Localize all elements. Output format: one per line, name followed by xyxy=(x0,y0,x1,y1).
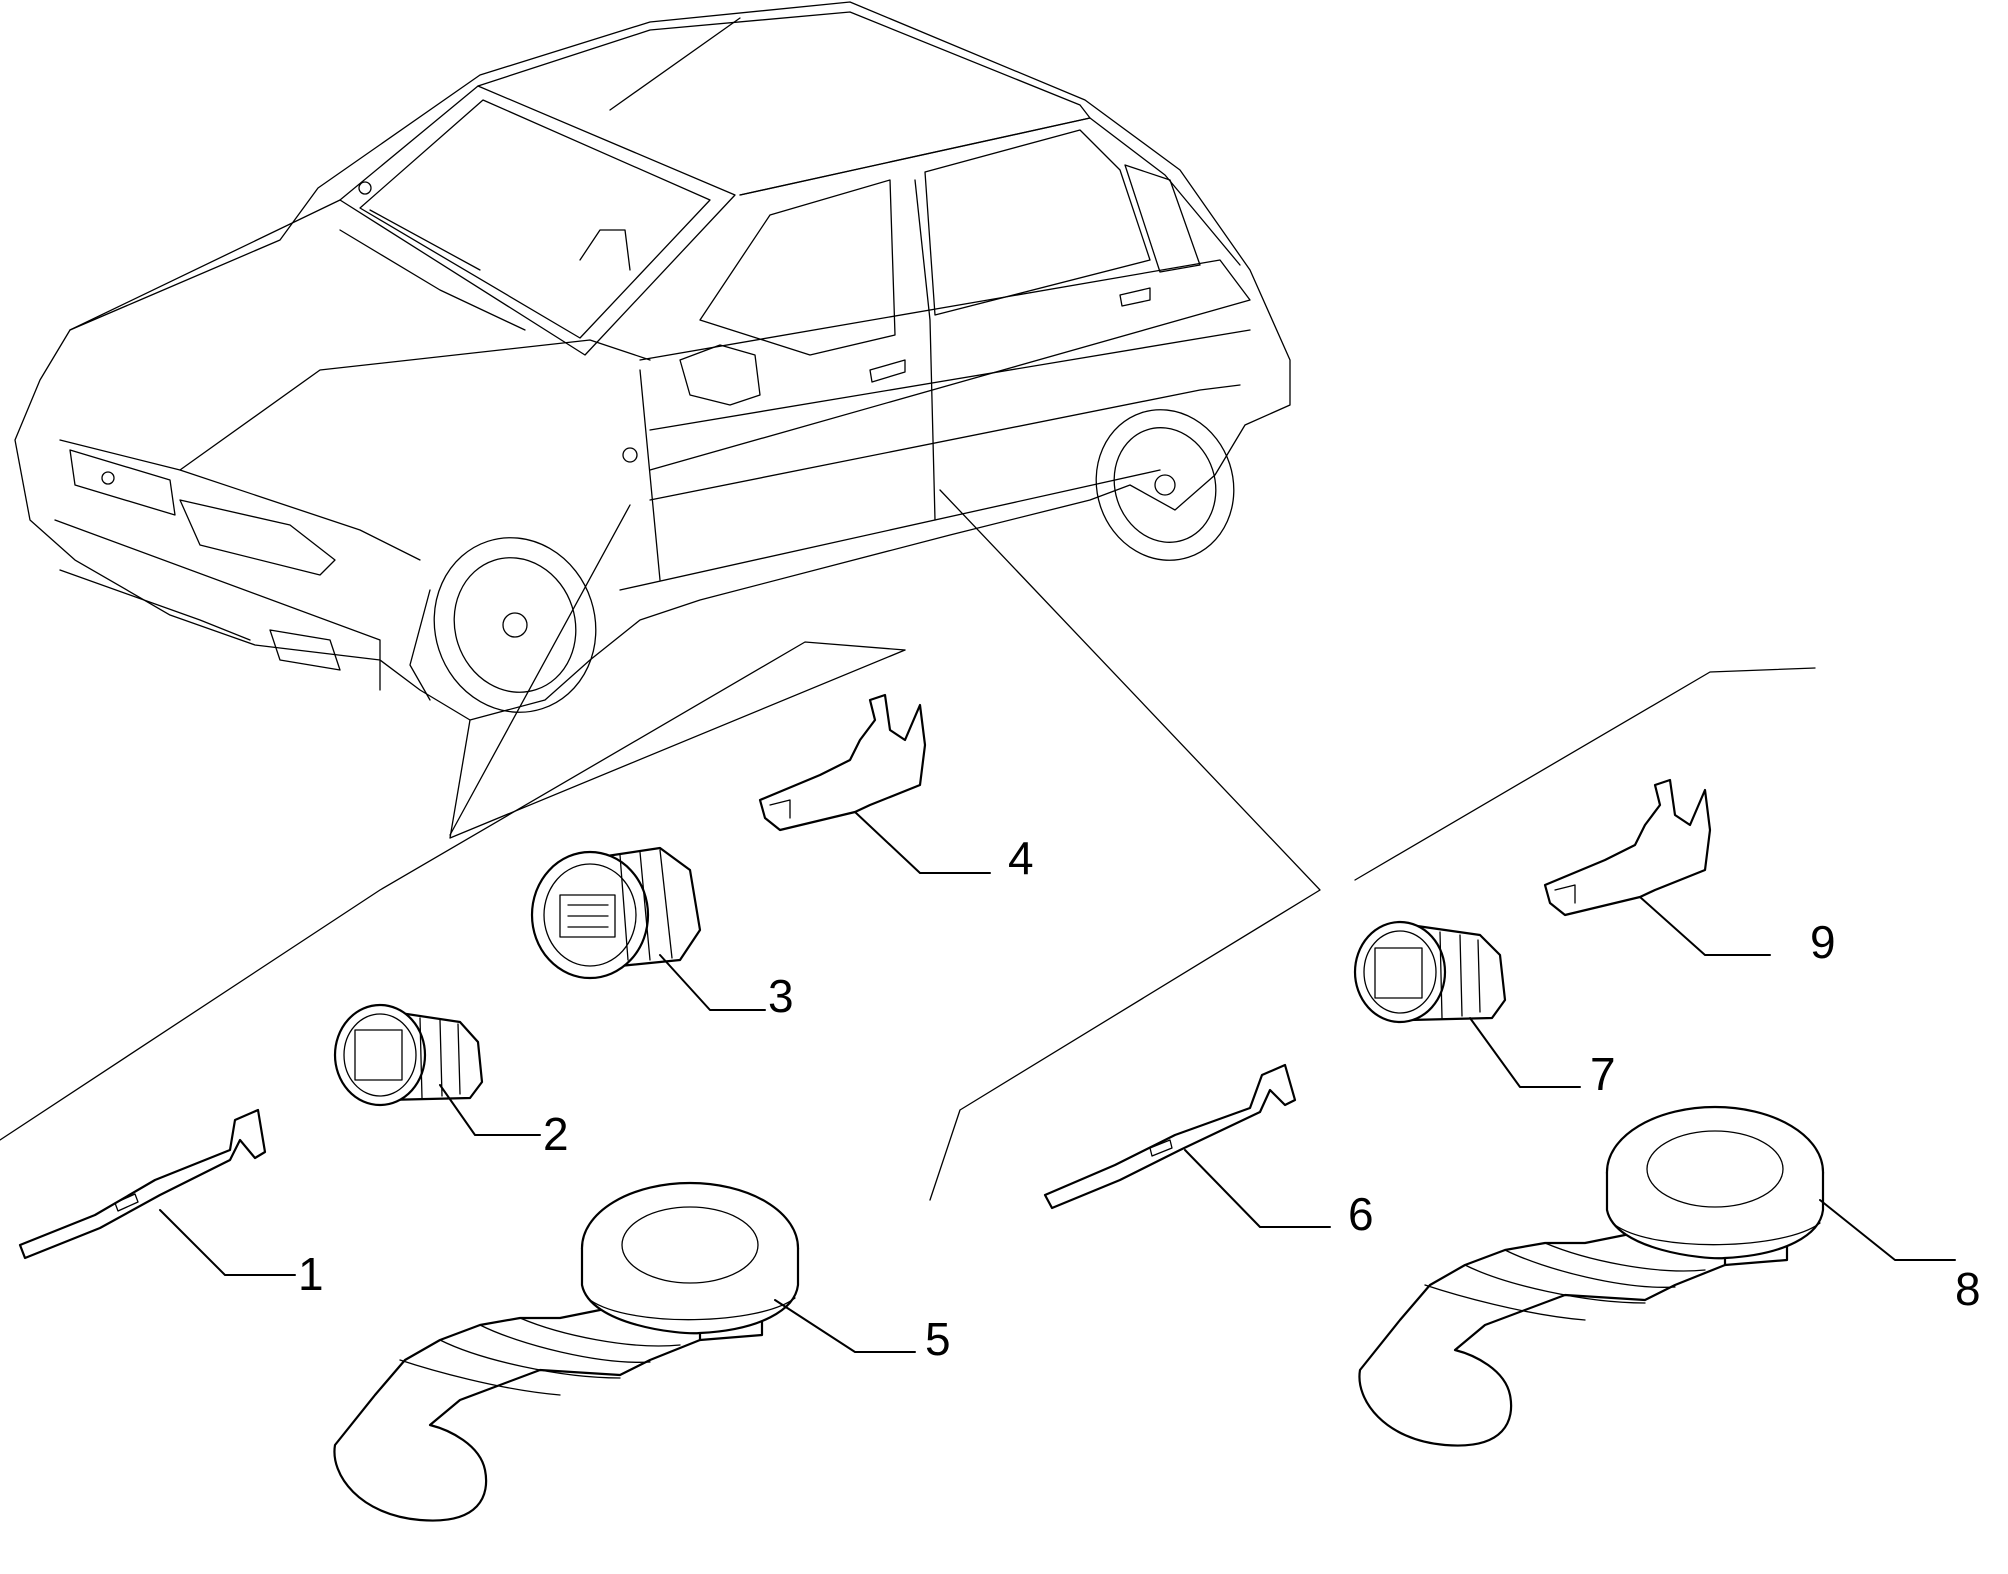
part-1-terminal-pin xyxy=(18,1108,267,1260)
callout-numbers: 1 2 3 4 5 6 7 8 9 xyxy=(298,832,1981,1365)
part-5-grommet-boot xyxy=(333,1181,800,1522)
car-illustration xyxy=(14,1,1291,721)
part-8-grommet-boot xyxy=(1358,1105,1825,1447)
leader-lines xyxy=(0,489,1816,1201)
part-6-terminal-pin xyxy=(1043,1063,1297,1210)
callout-leaders xyxy=(159,811,1956,1353)
callout-9: 9 xyxy=(1810,916,1836,968)
part-9-socket-terminal xyxy=(1543,778,1712,917)
callout-7: 7 xyxy=(1590,1048,1616,1100)
callout-5: 5 xyxy=(925,1313,951,1365)
callout-3: 3 xyxy=(768,970,794,1022)
callout-8: 8 xyxy=(1955,1263,1981,1315)
callout-1: 1 xyxy=(298,1248,324,1300)
callout-6: 6 xyxy=(1348,1188,1374,1240)
part-3-round-connector xyxy=(530,846,702,980)
part-7-connector-housing xyxy=(1353,920,1507,1024)
part-2-connector-housing xyxy=(333,1003,484,1107)
callout-2: 2 xyxy=(543,1108,569,1160)
part-4-socket-terminal xyxy=(758,693,927,832)
callout-4: 4 xyxy=(1008,832,1034,884)
